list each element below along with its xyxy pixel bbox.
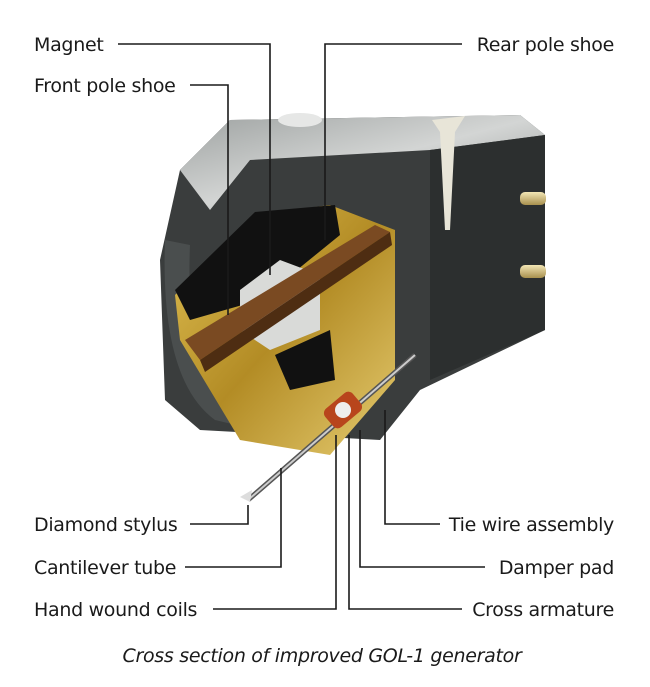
leader-lines <box>118 43 485 610</box>
label-damper-pad: Damper pad <box>499 557 614 579</box>
caption: Cross section of improved GOL-1 generato… <box>123 645 523 667</box>
label-hand-wound-coils: Hand wound coils <box>34 599 197 621</box>
output-pins <box>520 192 546 278</box>
brown-bars <box>185 225 392 372</box>
screw-hole <box>278 113 322 127</box>
screw <box>432 116 465 230</box>
label-magnet: Magnet <box>34 34 103 56</box>
label-cantilever-tube: Cantilever tube <box>34 557 176 579</box>
diamond-stylus <box>240 490 252 502</box>
label-rear-pole-shoe: Rear pole shoe <box>477 34 614 56</box>
cantilever-assembly <box>240 353 417 502</box>
label-cross-armature: Cross armature <box>472 599 614 621</box>
label-diamond-stylus: Diamond stylus <box>34 514 177 536</box>
label-tie-wire-assembly: Tie wire assembly <box>448 514 614 536</box>
label-front-pole-shoe: Front pole shoe <box>34 75 176 97</box>
